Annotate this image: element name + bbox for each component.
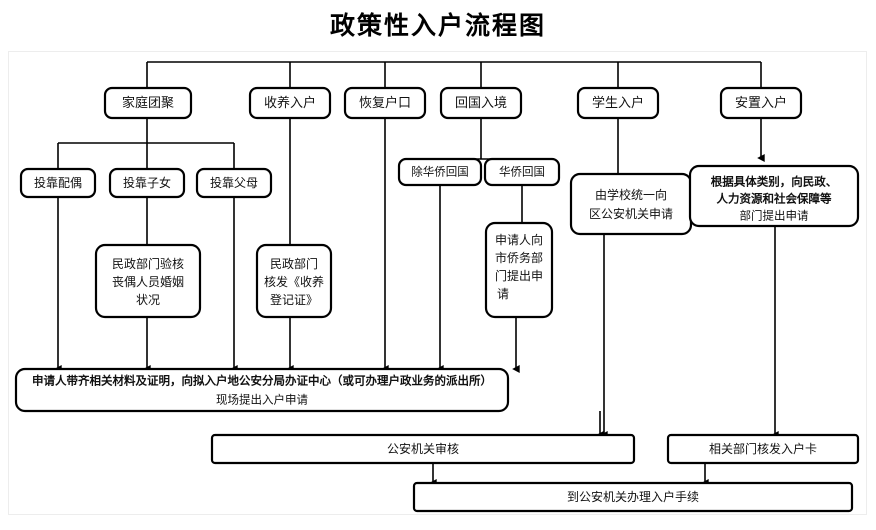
node-overseas-apply-line2: 市侨务部 (495, 250, 543, 265)
node-submit-line1: 申请人带齐相关材料及证明，向拟入户地公安分局办证中心（或可办理户政业务的派出所） (32, 374, 492, 388)
node-civil-marriage-line3: 状况 (136, 293, 160, 307)
node-family[interactable]: 家庭团聚 (103, 86, 193, 120)
node-final-label: 到公安机关办理入户手续 (567, 489, 699, 504)
node-overseas-apply-line4: 请 (497, 287, 509, 301)
node-overseas-label: 华侨回国 (499, 165, 545, 179)
node-civil-adopt-line1: 民政部门 (270, 256, 318, 271)
node-category-label-line2: 人力资源和社会保障等 (717, 192, 832, 206)
node-spouse[interactable]: 投靠配偶 (19, 167, 97, 199)
node-children-label: 投靠子女 (123, 175, 171, 190)
node-children[interactable]: 投靠子女 (108, 167, 186, 199)
node-final[interactable]: 到公安机关办理入户手续 (412, 481, 854, 513)
node-overseas-apply[interactable]: 申请人向 市侨务部 门提出申 请 (484, 221, 554, 319)
node-settle[interactable]: 安置入户 (719, 86, 803, 120)
node-restore[interactable]: 恢复户口 (343, 86, 427, 120)
node-parents-label: 投靠父母 (210, 175, 258, 190)
node-civil-adopt-line3: 登记证》 (270, 292, 318, 307)
node-parents[interactable]: 投靠父母 (195, 167, 273, 199)
node-restore-label: 恢复户口 (359, 95, 411, 110)
node-overseas[interactable]: 华侨回国 (483, 157, 561, 187)
node-civil-adopt-line2: 核发《收养 (264, 274, 324, 289)
node-issue-card-label: 相关部门核发入户卡 (709, 441, 817, 456)
node-civil-marriage[interactable]: 民政部门验核 丧偶人员婚姻 状况 (94, 243, 202, 319)
node-civil-marriage-line2: 丧偶人员婚姻 (112, 274, 184, 289)
node-issue-card[interactable]: 相关部门核发入户卡 (666, 433, 860, 465)
node-civil-adopt[interactable]: 民政部门 核发《收养 登记证》 (255, 243, 333, 319)
node-student[interactable]: 学生入户 (576, 86, 660, 120)
node-school-label-line2: 区公安机关申请 (589, 206, 673, 221)
node-category-label-line1: 根据具体类别，向民政、 (711, 175, 838, 189)
node-civil-marriage-line1: 民政部门验核 (112, 256, 184, 271)
node-settle-label: 安置入户 (735, 95, 787, 110)
node-review[interactable]: 公安机关审核 (210, 433, 636, 465)
node-return-label: 回国入境 (455, 95, 507, 110)
node-return[interactable]: 回国入境 (439, 86, 523, 120)
node-adopt-label: 收养入户 (264, 95, 316, 110)
node-family-label: 家庭团聚 (122, 95, 174, 110)
node-nonoverseas-label: 除华侨回国 (411, 165, 469, 179)
node-submit[interactable]: 申请人带齐相关材料及证明，向拟入户地公安分局办证中心（或可办理户政业务的派出所）… (14, 367, 510, 413)
node-submit-line2: 现场提出入户申请 (216, 393, 308, 407)
node-spouse-label: 投靠配偶 (34, 175, 82, 190)
node-student-label: 学生入户 (592, 95, 644, 110)
connector-layer (54, 61, 779, 487)
node-review-label: 公安机关审核 (387, 441, 459, 456)
node-category-label-line3: 部门提出申请 (740, 209, 809, 223)
node-overseas-apply-line3: 门提出申 (495, 268, 543, 283)
node-adopt[interactable]: 收养入户 (248, 86, 332, 120)
page-title: 政策性入户流程图 (329, 13, 546, 40)
node-overseas-apply-line1: 申请人向 (495, 232, 543, 247)
node-school-label-line1: 由学校统一向 (595, 187, 667, 202)
node-category[interactable]: 根据具体类别，向民政、 人力资源和社会保障等 部门提出申请 (688, 164, 860, 228)
node-nonoverseas[interactable]: 除华侨回国 (397, 157, 483, 187)
node-school[interactable]: 由学校统一向 区公安机关申请 (569, 172, 693, 236)
